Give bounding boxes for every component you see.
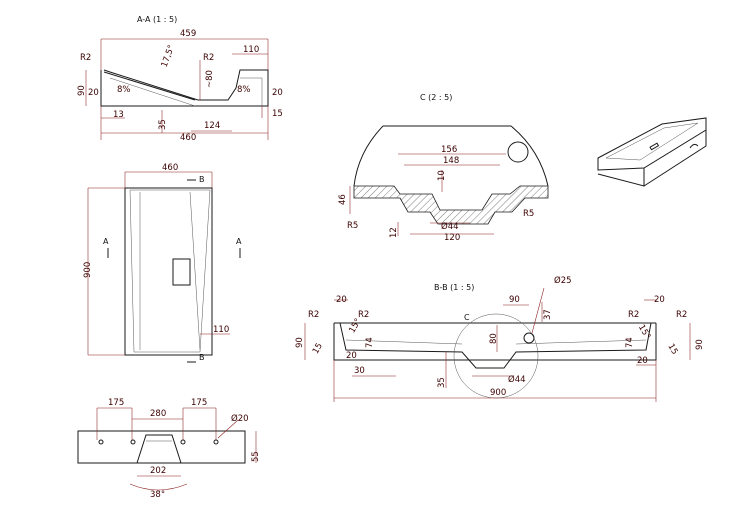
- section-a-a-title: A-A (1 : 5): [137, 15, 177, 24]
- bb-dim-30: 30: [354, 366, 365, 376]
- c-dim-46: 46: [338, 194, 348, 205]
- dim-35: 35: [158, 119, 168, 130]
- bottom-dim-38-deg: 38°: [150, 490, 165, 500]
- marker-a-right: A: [236, 237, 242, 246]
- bb-dim-20-right: 20: [654, 295, 665, 305]
- dim-8-right: 8%: [237, 85, 251, 95]
- dim-17-5-deg: 17,5°: [160, 44, 177, 69]
- bb-dim-20-left-2: 20: [346, 351, 357, 361]
- bottom-dim-175-left: 175: [108, 398, 124, 408]
- c-dim-148: 148: [443, 156, 459, 166]
- isometric-view: [597, 117, 707, 187]
- c-dim-10: 10: [437, 170, 447, 181]
- c-dim-r5-left: R5: [347, 221, 358, 231]
- bottom-dim-175-right: 175: [191, 398, 207, 408]
- bottom-dim-280: 280: [150, 409, 166, 419]
- plan-dim-110: 110: [213, 325, 229, 335]
- marker-b-top: B: [199, 175, 205, 184]
- dim-r2-right: R2: [203, 53, 214, 63]
- bb-dim-r2-c: R2: [628, 310, 639, 320]
- bb-dim-r2-d: R2: [676, 310, 687, 320]
- c-dim-r5-right: R5: [523, 209, 534, 219]
- bb-dim-25: Ø25: [554, 275, 572, 286]
- dim-20-left: 20: [88, 88, 99, 98]
- bb-dim-r2-b: R2: [358, 310, 369, 320]
- bb-dim-15-right: 15: [665, 342, 679, 356]
- dim-20-right: 20: [272, 88, 283, 98]
- dim-460: 460: [180, 133, 196, 143]
- bb-dim-r2-a: R2: [308, 310, 319, 320]
- dim-80: ~80: [205, 70, 215, 88]
- dim-124: 124: [204, 121, 220, 131]
- bb-dim-37: 37: [543, 309, 553, 320]
- dim-13: 13: [113, 110, 124, 120]
- bottom-dim-55: 55: [251, 451, 261, 462]
- bb-dim-90: 90: [509, 295, 520, 305]
- bb-dim-90-left: 90: [295, 337, 305, 348]
- bb-dim-90-right: 90: [695, 339, 705, 350]
- bottom-dim-20: Ø20: [231, 413, 249, 424]
- marker-b-bottom: B: [199, 353, 205, 362]
- dim-r2-left: R2: [80, 53, 91, 63]
- plan-dim-460: 460: [162, 163, 178, 173]
- bb-dim-74-left: 74: [365, 337, 375, 348]
- c-dim-120: 120: [444, 233, 460, 243]
- dim-15: 15: [272, 109, 283, 119]
- bb-dim-900: 900: [490, 388, 506, 398]
- bb-dim-35: 35: [437, 377, 447, 388]
- bottom-view: 175 280 175 Ø20 55 202 38°: [77, 398, 261, 500]
- section-b-b: B-B (1 : 5) 20 R2 R2 90 Ø25 37 20 R2 R2: [295, 275, 705, 402]
- bb-detail-c-label: C: [464, 313, 470, 322]
- plan-dim-900: 900: [83, 262, 93, 278]
- plan-view: 460 900 110 B B A A: [83, 163, 242, 363]
- bb-dim-15-left: 15: [311, 341, 325, 355]
- bb-dim-44: Ø44: [508, 374, 526, 385]
- bottom-dim-202: 202: [150, 466, 166, 476]
- bb-dim-15-deg-right: 15°: [636, 323, 652, 341]
- section-a-a: A-A (1 : 5) 459 110 R2 R2 17,5° ~80 90 2…: [77, 15, 283, 143]
- section-b-b-title: B-B (1 : 5): [434, 283, 474, 292]
- bb-dim-20-left: 20: [336, 295, 347, 305]
- bb-dim-80: 80: [489, 333, 499, 344]
- c-dim-156: 156: [441, 145, 457, 155]
- bb-dim-74-right: 74: [625, 337, 635, 348]
- detail-c-title: C (2 : 5): [420, 93, 452, 102]
- dim-8-left: 8%: [117, 85, 131, 95]
- dim-110: 110: [243, 45, 259, 55]
- drain-slot: [172, 258, 191, 286]
- dim-90: 90: [77, 85, 87, 96]
- dim-459: 459: [180, 29, 196, 39]
- bb-dim-20-right-2: 20: [637, 356, 648, 366]
- marker-a-left: A: [103, 237, 109, 246]
- c-dim-12: 12: [389, 227, 399, 238]
- detail-c: C (2 : 5) 156 148 10 46 R5 R5 12 Ø44 120: [338, 93, 549, 243]
- c-dim-44: Ø44: [441, 221, 459, 232]
